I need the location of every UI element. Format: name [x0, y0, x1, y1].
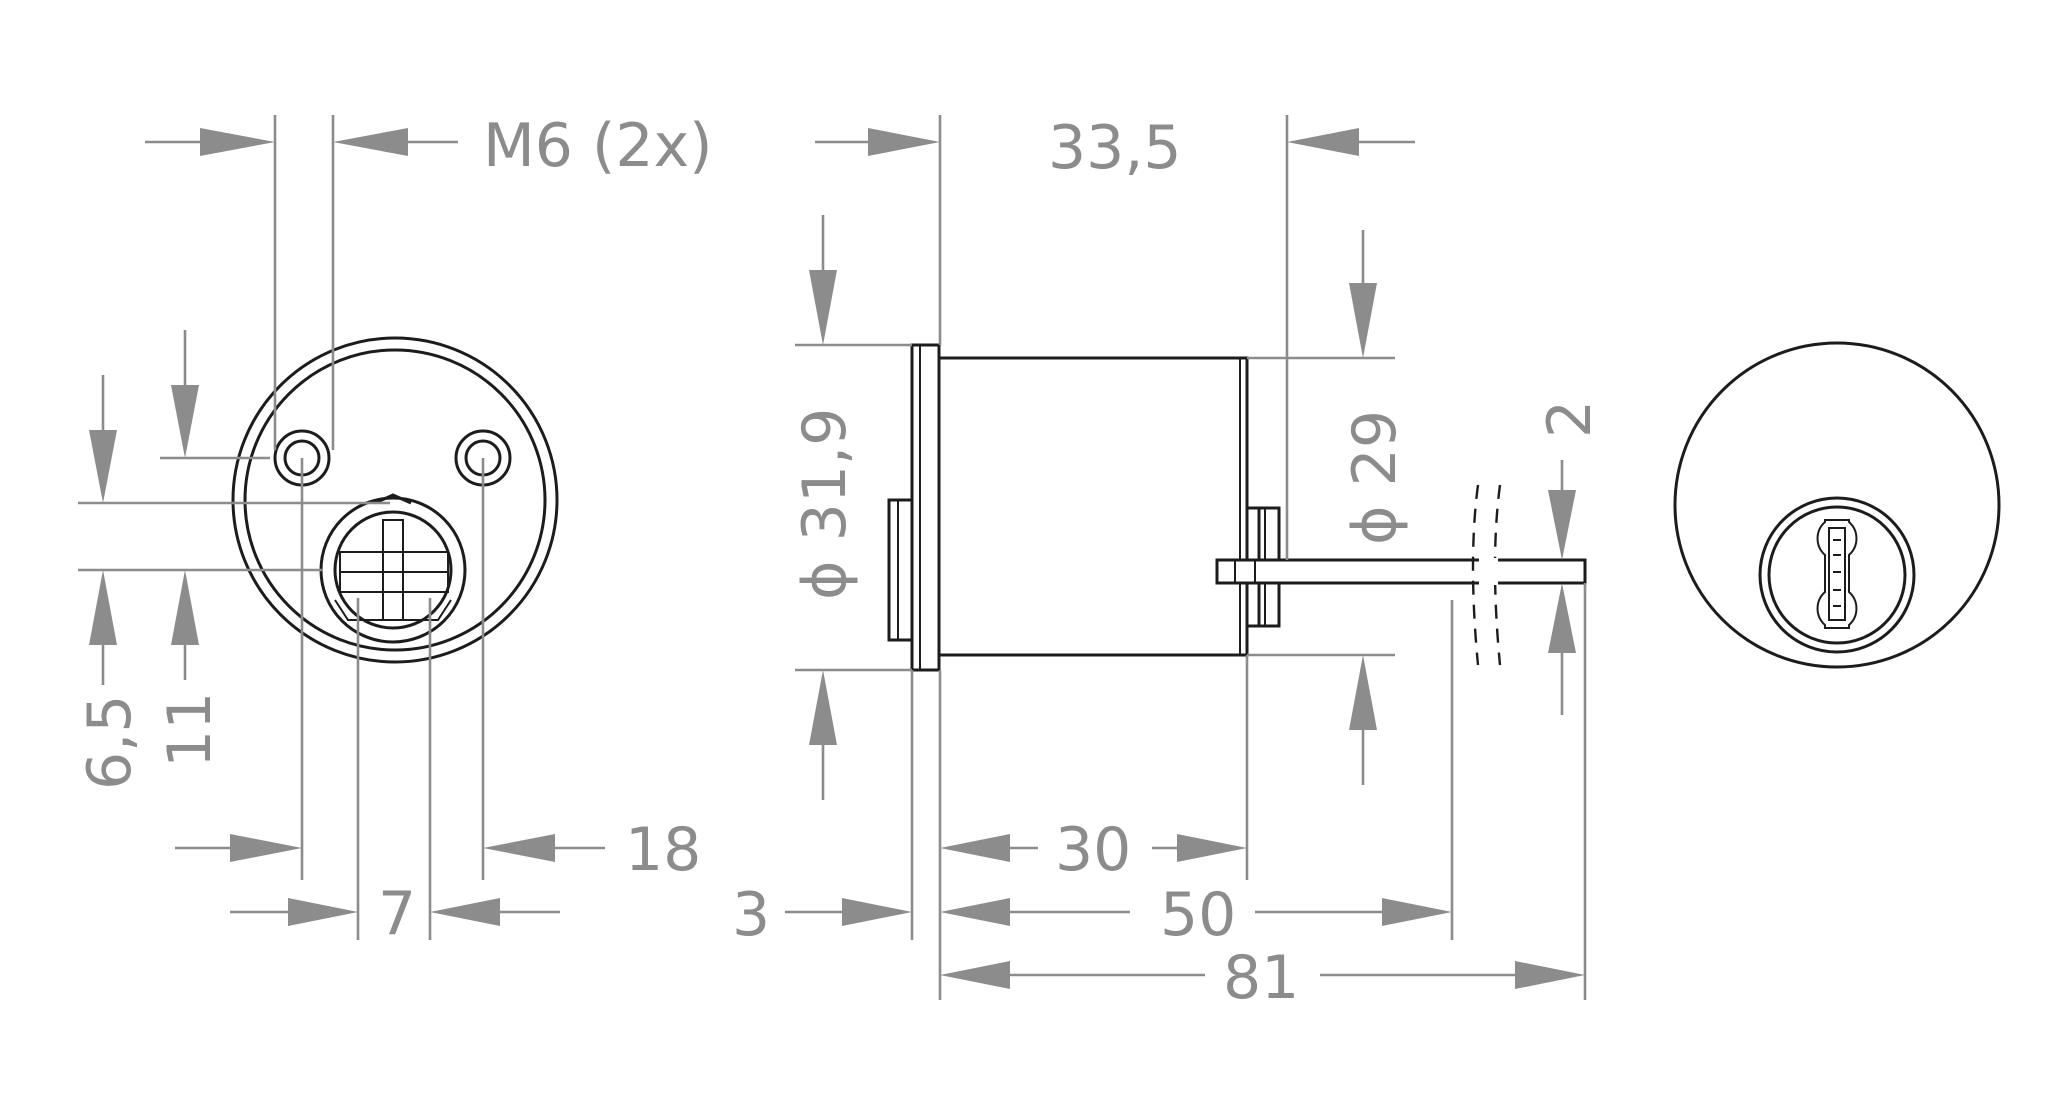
dim-30: 30: [1055, 815, 1131, 885]
keyway-face-view: [1673, 341, 2001, 669]
dim-33-5: 33,5: [1048, 113, 1182, 183]
dim-50: 50: [1160, 880, 1236, 950]
dim-phi-31-9: ϕ 31,9: [790, 408, 860, 600]
dim-11: 11: [155, 692, 225, 768]
outer-rim: [231, 336, 559, 664]
face-outer: [1673, 341, 2001, 669]
front-view-dimensions: M6 (2x) 6,5 11 18 7: [75, 111, 713, 949]
side-view: [887, 343, 1587, 672]
dim-2: 2: [1535, 400, 1605, 438]
plug-outer: [1758, 496, 1916, 654]
dim-81: 81: [1223, 943, 1299, 1013]
tailpiece: [1215, 558, 1587, 585]
flange: [910, 343, 941, 672]
inner-rim: [243, 348, 547, 652]
dim-6-5: 6,5: [75, 695, 145, 790]
plug-inner: [1767, 505, 1907, 645]
side-view-dimensions: ϕ 31,9 33,5 ϕ 29 2 3: [732, 113, 1605, 1013]
cam-coupling: [319, 493, 467, 644]
cylinder-body: [937, 356, 1249, 657]
dim-3: 3: [732, 880, 770, 950]
dim-7: 7: [378, 879, 416, 949]
m6-label: M6 (2x): [483, 111, 713, 181]
keyway: [1816, 519, 1858, 629]
dim-phi-29: ϕ 29: [1340, 410, 1410, 545]
dim-18: 18: [625, 815, 701, 885]
front-view: [231, 336, 559, 664]
